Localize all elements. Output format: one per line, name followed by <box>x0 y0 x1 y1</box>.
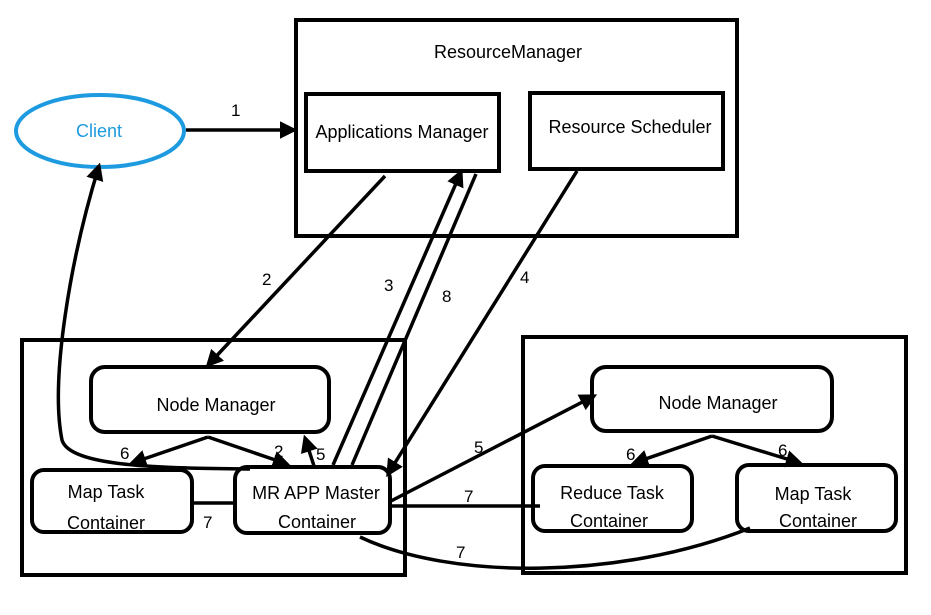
step-label-4: 4 <box>520 268 529 287</box>
step-label-7-bottom: 7 <box>456 543 465 562</box>
edge-6-node-manager-to-right-map-task <box>711 434 804 468</box>
mr-app-master-box <box>233 465 392 535</box>
right-map-task-line1: Map Task <box>775 484 853 504</box>
step-label-2-top: 2 <box>262 270 271 289</box>
mr-app-master-line2: Container <box>278 512 356 532</box>
step-labels: 1 2 3 8 4 6 2 5 7 5 7 7 6 6 <box>120 101 787 562</box>
left-map-task-box <box>30 468 194 534</box>
client-label: Client <box>76 121 122 141</box>
resource-scheduler-label: Resource Scheduler <box>548 117 711 137</box>
resource-scheduler-box <box>528 91 725 171</box>
edge-3-app-master-to-apps-manager <box>331 168 464 466</box>
reduce-task-box <box>531 464 694 533</box>
edge-8-app-master-to-apps-manager <box>350 173 478 466</box>
step-label-2-bottom: 2 <box>274 442 283 461</box>
right-node-manager-label: Node Manager <box>658 393 777 413</box>
edge-6-node-manager-to-map-task <box>128 435 209 467</box>
step-label-3: 3 <box>384 276 393 295</box>
right-map-task-line2: Container <box>779 511 857 531</box>
edge-6-node-manager-to-reduce-task <box>630 434 713 467</box>
edge-5-app-master-to-node-manager <box>300 434 318 467</box>
step-label-7-middle: 7 <box>464 487 473 506</box>
right-node-group: Node Manager Reduce Task Container Map T… <box>521 335 908 575</box>
left-map-task-line1: Map Task <box>68 482 146 502</box>
client-node: Client <box>14 93 186 169</box>
step-label-7-left: 7 <box>203 513 212 532</box>
step-label-8: 8 <box>442 287 451 306</box>
step-label-1: 1 <box>231 101 240 120</box>
edge-2-apps-manager-to-node-manager <box>205 174 387 368</box>
applications-manager-box <box>304 92 501 173</box>
reduce-task-line2: Container <box>570 511 648 531</box>
edge-2-node-manager-to-app-master <box>207 435 291 468</box>
edge-5-app-master-to-right-node-manager <box>390 394 598 503</box>
left-node-group: Node Manager Map Task Container MR APP M… <box>20 338 407 577</box>
reduce-task-line1: Reduce Task <box>560 483 665 503</box>
right-map-task-box <box>735 463 898 533</box>
step-label-6-right-reduce: 6 <box>626 445 635 464</box>
edge-client-to-app-master <box>56 162 251 471</box>
left-map-task-line2: Container <box>67 513 145 533</box>
step-label-5-left: 5 <box>316 445 325 464</box>
edge-7-app-master-to-right-map-task <box>359 526 751 570</box>
resource-manager-title: ResourceManager <box>434 42 582 62</box>
edge-4-scheduler-to-app-master <box>386 170 579 477</box>
step-label-5-right: 5 <box>474 438 483 457</box>
step-label-6-right-map: 6 <box>778 441 787 460</box>
mr-app-master-line1: MR APP Master <box>252 483 380 503</box>
left-node-manager-label: Node Manager <box>156 395 275 415</box>
resource-manager-group: ResourceManager Applications Manager Res… <box>294 18 739 238</box>
step-label-6-left: 6 <box>120 444 129 463</box>
edges <box>56 121 804 570</box>
applications-manager-label: Applications Manager <box>315 122 488 142</box>
